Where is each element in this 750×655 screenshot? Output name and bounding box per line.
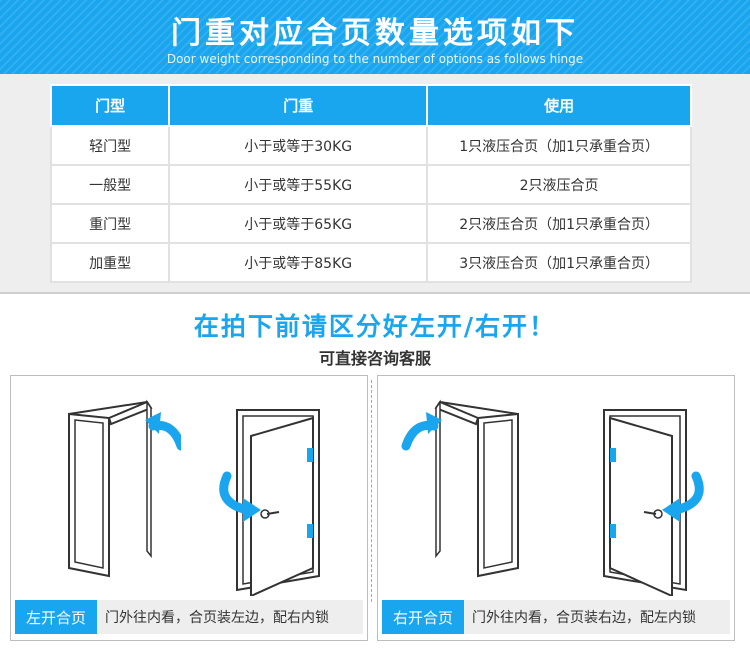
cell-door-weight: 小于或等于85KG	[168, 242, 429, 283]
banner-title: 门重对应合页数量选项如下	[171, 16, 579, 51]
banner-subtitle: Door weight corresponding to the number …	[166, 52, 584, 66]
header-door-type: 门型	[49, 84, 171, 127]
cell-door-weight: 小于或等于55KG	[168, 164, 429, 205]
panel-divider	[371, 380, 372, 602]
header-usage: 使用	[426, 84, 692, 127]
left-opening-door-icon	[68, 399, 181, 578]
cell-door-weight: 小于或等于30KG	[168, 125, 429, 166]
right-hinge-tag: 右开合页	[382, 600, 464, 634]
cell-door-type: 一般型	[49, 164, 171, 205]
cell-door-weight: 小于或等于65KG	[168, 203, 429, 244]
header-banner: 门重对应合页数量选项如下 Door weight corresponding t…	[0, 0, 750, 74]
left-hinge-description: 门外往内看，合页装左边，配右内锁	[97, 600, 363, 634]
table-row: 轻门型 小于或等于30KG 1只液压合页（加1只承重合页）	[49, 125, 692, 166]
left-hinge-caption: 左开合页 门外往内看，合页装左边，配右内锁	[15, 600, 363, 634]
cell-usage: 1只液压合页（加1只承重合页）	[426, 125, 692, 166]
cell-usage: 3只液压合页（加1只承重合页）	[426, 242, 692, 283]
right-hinge-description: 门外往内看，合页装右边，配左内锁	[464, 600, 730, 634]
cell-door-type: 轻门型	[49, 125, 171, 166]
cell-door-type: 重门型	[49, 203, 171, 244]
cell-usage: 2只液压合页（加1只承重合页）	[426, 203, 692, 244]
hinge-spec-table: 门型 门重 使用 轻门型 小于或等于30KG 1只液压合页（加1只承重合页） 一…	[49, 84, 692, 283]
left-hinge-panel: 左开合页 门外往内看，合页装左边，配右内锁	[10, 375, 368, 641]
left-hinge-tag: 左开合页	[15, 600, 97, 634]
table-row: 重门型 小于或等于65KG 2只液压合页（加1只承重合页）	[49, 203, 692, 244]
notice-subline: 可直接咨询客服	[318, 349, 431, 368]
right-hinge-caption: 右开合页 门外往内看，合页装右边，配左内锁	[382, 600, 730, 634]
right-hinge-panel: 右开合页 门外往内看，合页装右边，配左内锁	[377, 375, 735, 641]
right-hinge-door-closed-icon	[603, 409, 704, 596]
notice-headline: 在拍下前请区分好左开/右开！	[193, 312, 557, 341]
cell-usage: 2只液压合页	[426, 164, 692, 205]
right-opening-door-icon	[401, 399, 519, 578]
header-door-weight: 门重	[168, 84, 429, 127]
cell-door-type: 加重型	[49, 242, 171, 283]
table-header-row: 门型 门重 使用	[49, 84, 692, 127]
section-divider	[0, 292, 750, 294]
table-row: 加重型 小于或等于85KG 3只液压合页（加1只承重合页）	[49, 242, 692, 283]
table-row: 一般型 小于或等于55KG 2只液压合页	[49, 164, 692, 205]
left-hinge-door-closed-icon	[219, 409, 320, 596]
